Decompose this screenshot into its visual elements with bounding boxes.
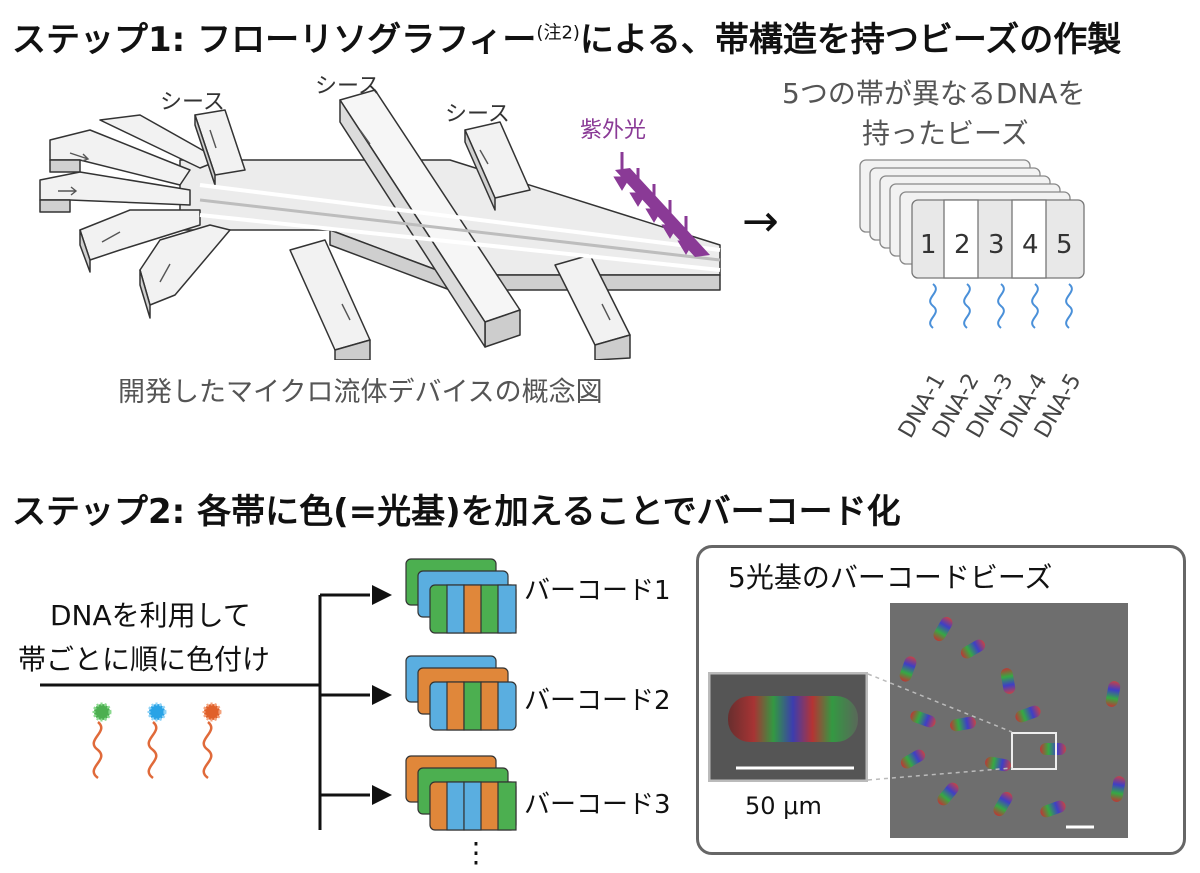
barcode-2-front bbox=[429, 681, 517, 731]
micrograph bbox=[890, 603, 1128, 838]
coloring-text-line2: 帯ごとに順に色付け bbox=[18, 643, 271, 676]
flow-arrows bbox=[58, 129, 611, 321]
beads-caption-line2: 持ったビーズ bbox=[862, 117, 1029, 150]
barcode-stack-3 bbox=[405, 755, 517, 831]
device-body bbox=[39, 89, 721, 360]
fluorophore-dna bbox=[92, 702, 222, 780]
uv-light-label: 紫外光 bbox=[580, 118, 647, 143]
dna-strands bbox=[929, 283, 1073, 329]
micro-beads bbox=[899, 616, 1126, 818]
sheath-label-2: シース bbox=[315, 74, 380, 99]
microfluidic-device-diagram bbox=[39, 89, 721, 360]
band-number-5: 5 bbox=[1056, 230, 1073, 260]
zoom-inset bbox=[708, 672, 868, 782]
band-number-2: 2 bbox=[954, 230, 971, 260]
coloring-text-line1: DNAを利用して bbox=[50, 599, 251, 632]
barcode-label-1: バーコード1 bbox=[524, 576, 671, 606]
beads-caption-line1: 5つの帯が異なるDNAを bbox=[782, 77, 1086, 110]
step1-heading-note: (注2) bbox=[536, 22, 580, 44]
step1-heading: ステップ1: フローリソグラフィー(注2)による、帯構造を持つビーズの作製 bbox=[12, 12, 1121, 61]
band-number-1: 1 bbox=[920, 230, 937, 260]
barcode-stack-1 bbox=[405, 558, 517, 634]
band-number-3: 3 bbox=[988, 230, 1005, 260]
microscopy-panel-title: 5光基のバーコードビーズ bbox=[728, 561, 1053, 594]
more-ellipsis: ⋮ bbox=[462, 836, 490, 869]
process-arrow: → bbox=[742, 196, 779, 247]
banded-bead-stack bbox=[859, 159, 1085, 279]
band-number-4: 4 bbox=[1022, 230, 1039, 260]
sheath-label-1: シース bbox=[160, 90, 225, 115]
barcode-stack-2 bbox=[405, 655, 517, 731]
uv-light-arrows bbox=[613, 152, 710, 257]
zoom-connectors bbox=[867, 673, 1013, 781]
scale-bar-label: 50 μm bbox=[745, 792, 822, 820]
branching-arrows bbox=[40, 585, 392, 830]
step1-heading-rest: による、帯構造を持つビーズの作製 bbox=[579, 20, 1122, 60]
front-bead bbox=[911, 199, 1085, 279]
barcode-3-front bbox=[429, 781, 517, 831]
microscopy-panel bbox=[696, 545, 1186, 855]
device-caption: 開発したマイクロ流体デバイスの概念図 bbox=[118, 377, 603, 408]
barcode-label-3: バーコード3 bbox=[524, 790, 671, 820]
step2-heading: ステップ2: 各帯に色(=光基)を加えることでバーコード化 bbox=[12, 492, 901, 532]
barcode-1-front bbox=[429, 584, 517, 634]
step1-heading-main: ステップ1: フローリソグラフィー bbox=[12, 20, 537, 60]
sheath-label-3: シース bbox=[445, 102, 510, 127]
barcode-label-2: バーコード2 bbox=[524, 686, 671, 716]
